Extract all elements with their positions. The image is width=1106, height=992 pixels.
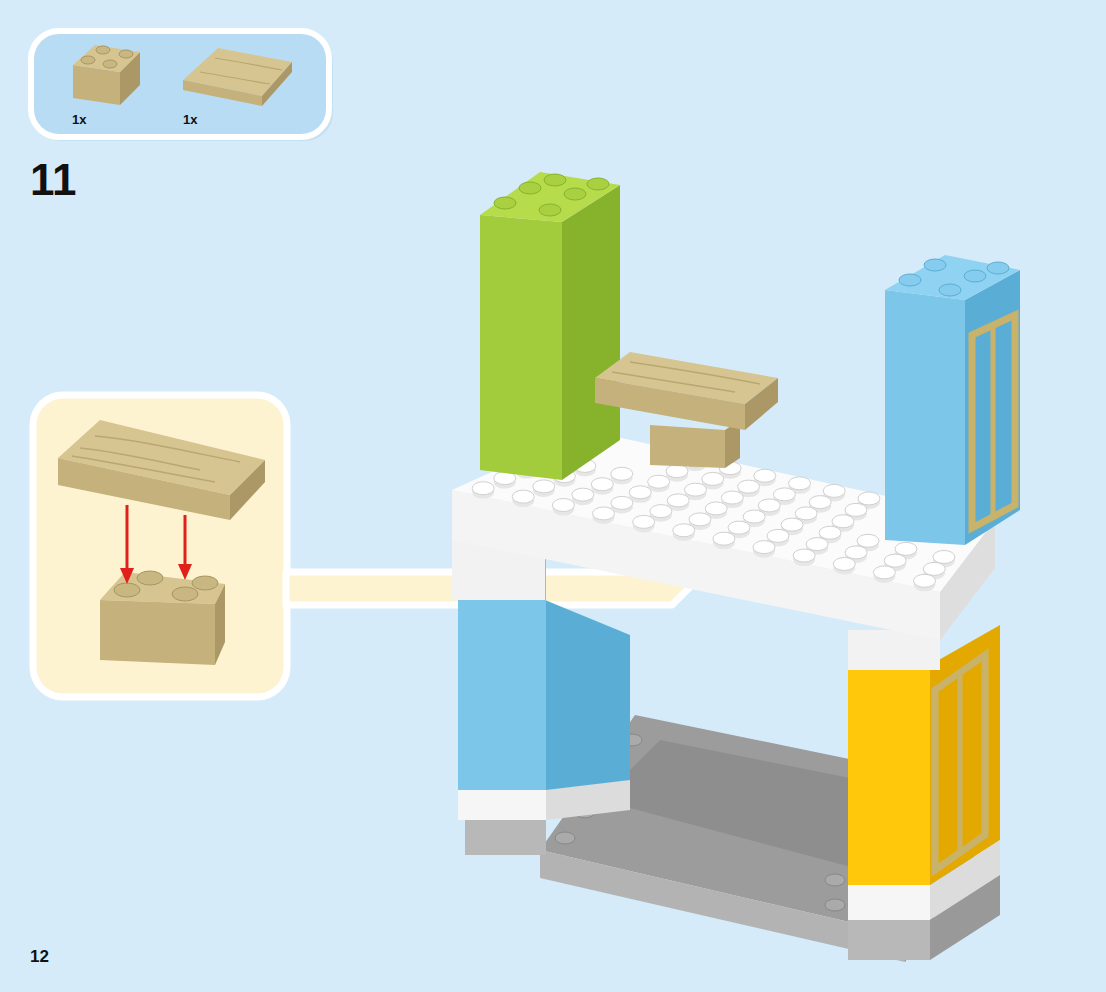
stud xyxy=(593,507,615,520)
stud xyxy=(923,562,945,575)
placement-arrows xyxy=(120,505,192,584)
brick-part xyxy=(100,571,225,665)
stud xyxy=(721,491,743,504)
stud xyxy=(650,505,672,518)
stud xyxy=(702,472,724,485)
stud xyxy=(738,480,760,493)
stud xyxy=(845,546,867,559)
stud xyxy=(673,524,695,537)
stud xyxy=(895,542,917,555)
stud xyxy=(685,483,707,496)
stud xyxy=(781,518,803,531)
stud xyxy=(591,478,613,491)
stud xyxy=(754,469,776,482)
bench xyxy=(595,352,778,468)
stud xyxy=(611,467,633,480)
stud xyxy=(806,538,828,551)
stud xyxy=(914,574,936,587)
stud xyxy=(552,499,574,512)
stud xyxy=(809,496,831,509)
stud xyxy=(884,554,906,567)
stud xyxy=(845,503,867,516)
stud xyxy=(728,521,750,534)
stud xyxy=(648,475,670,488)
stud xyxy=(767,529,789,542)
right-upper-pillar xyxy=(885,255,1020,545)
stud xyxy=(819,526,841,539)
stud xyxy=(512,490,534,503)
stud xyxy=(633,515,655,528)
stud xyxy=(533,480,555,493)
stud xyxy=(833,557,855,570)
green-pillar xyxy=(480,172,620,480)
right-lower-pillar xyxy=(848,625,1000,960)
stud xyxy=(689,513,711,526)
stud xyxy=(472,482,494,495)
stud xyxy=(667,494,689,507)
stud xyxy=(793,549,815,562)
plank-part xyxy=(58,420,265,520)
stud xyxy=(713,532,735,545)
stud xyxy=(933,550,955,563)
stud xyxy=(666,465,688,478)
stud xyxy=(795,507,817,520)
stud xyxy=(823,484,845,497)
stud xyxy=(873,566,895,579)
stud xyxy=(858,492,880,505)
step-number: 11 xyxy=(30,155,77,205)
stud xyxy=(611,496,633,509)
stud xyxy=(773,488,795,501)
stud xyxy=(832,515,854,528)
parts-list-box: 1x 1x xyxy=(28,28,332,140)
stud xyxy=(705,502,727,515)
stud xyxy=(789,477,811,490)
stud xyxy=(857,534,879,547)
item-count: 1x xyxy=(72,112,86,127)
stud xyxy=(629,486,651,499)
stud xyxy=(758,499,780,512)
stud xyxy=(743,510,765,523)
item-count: 1x xyxy=(183,112,197,127)
page-number: 12 xyxy=(30,947,49,967)
stud xyxy=(753,541,775,554)
stud xyxy=(572,488,594,501)
inset-panel xyxy=(33,395,287,697)
